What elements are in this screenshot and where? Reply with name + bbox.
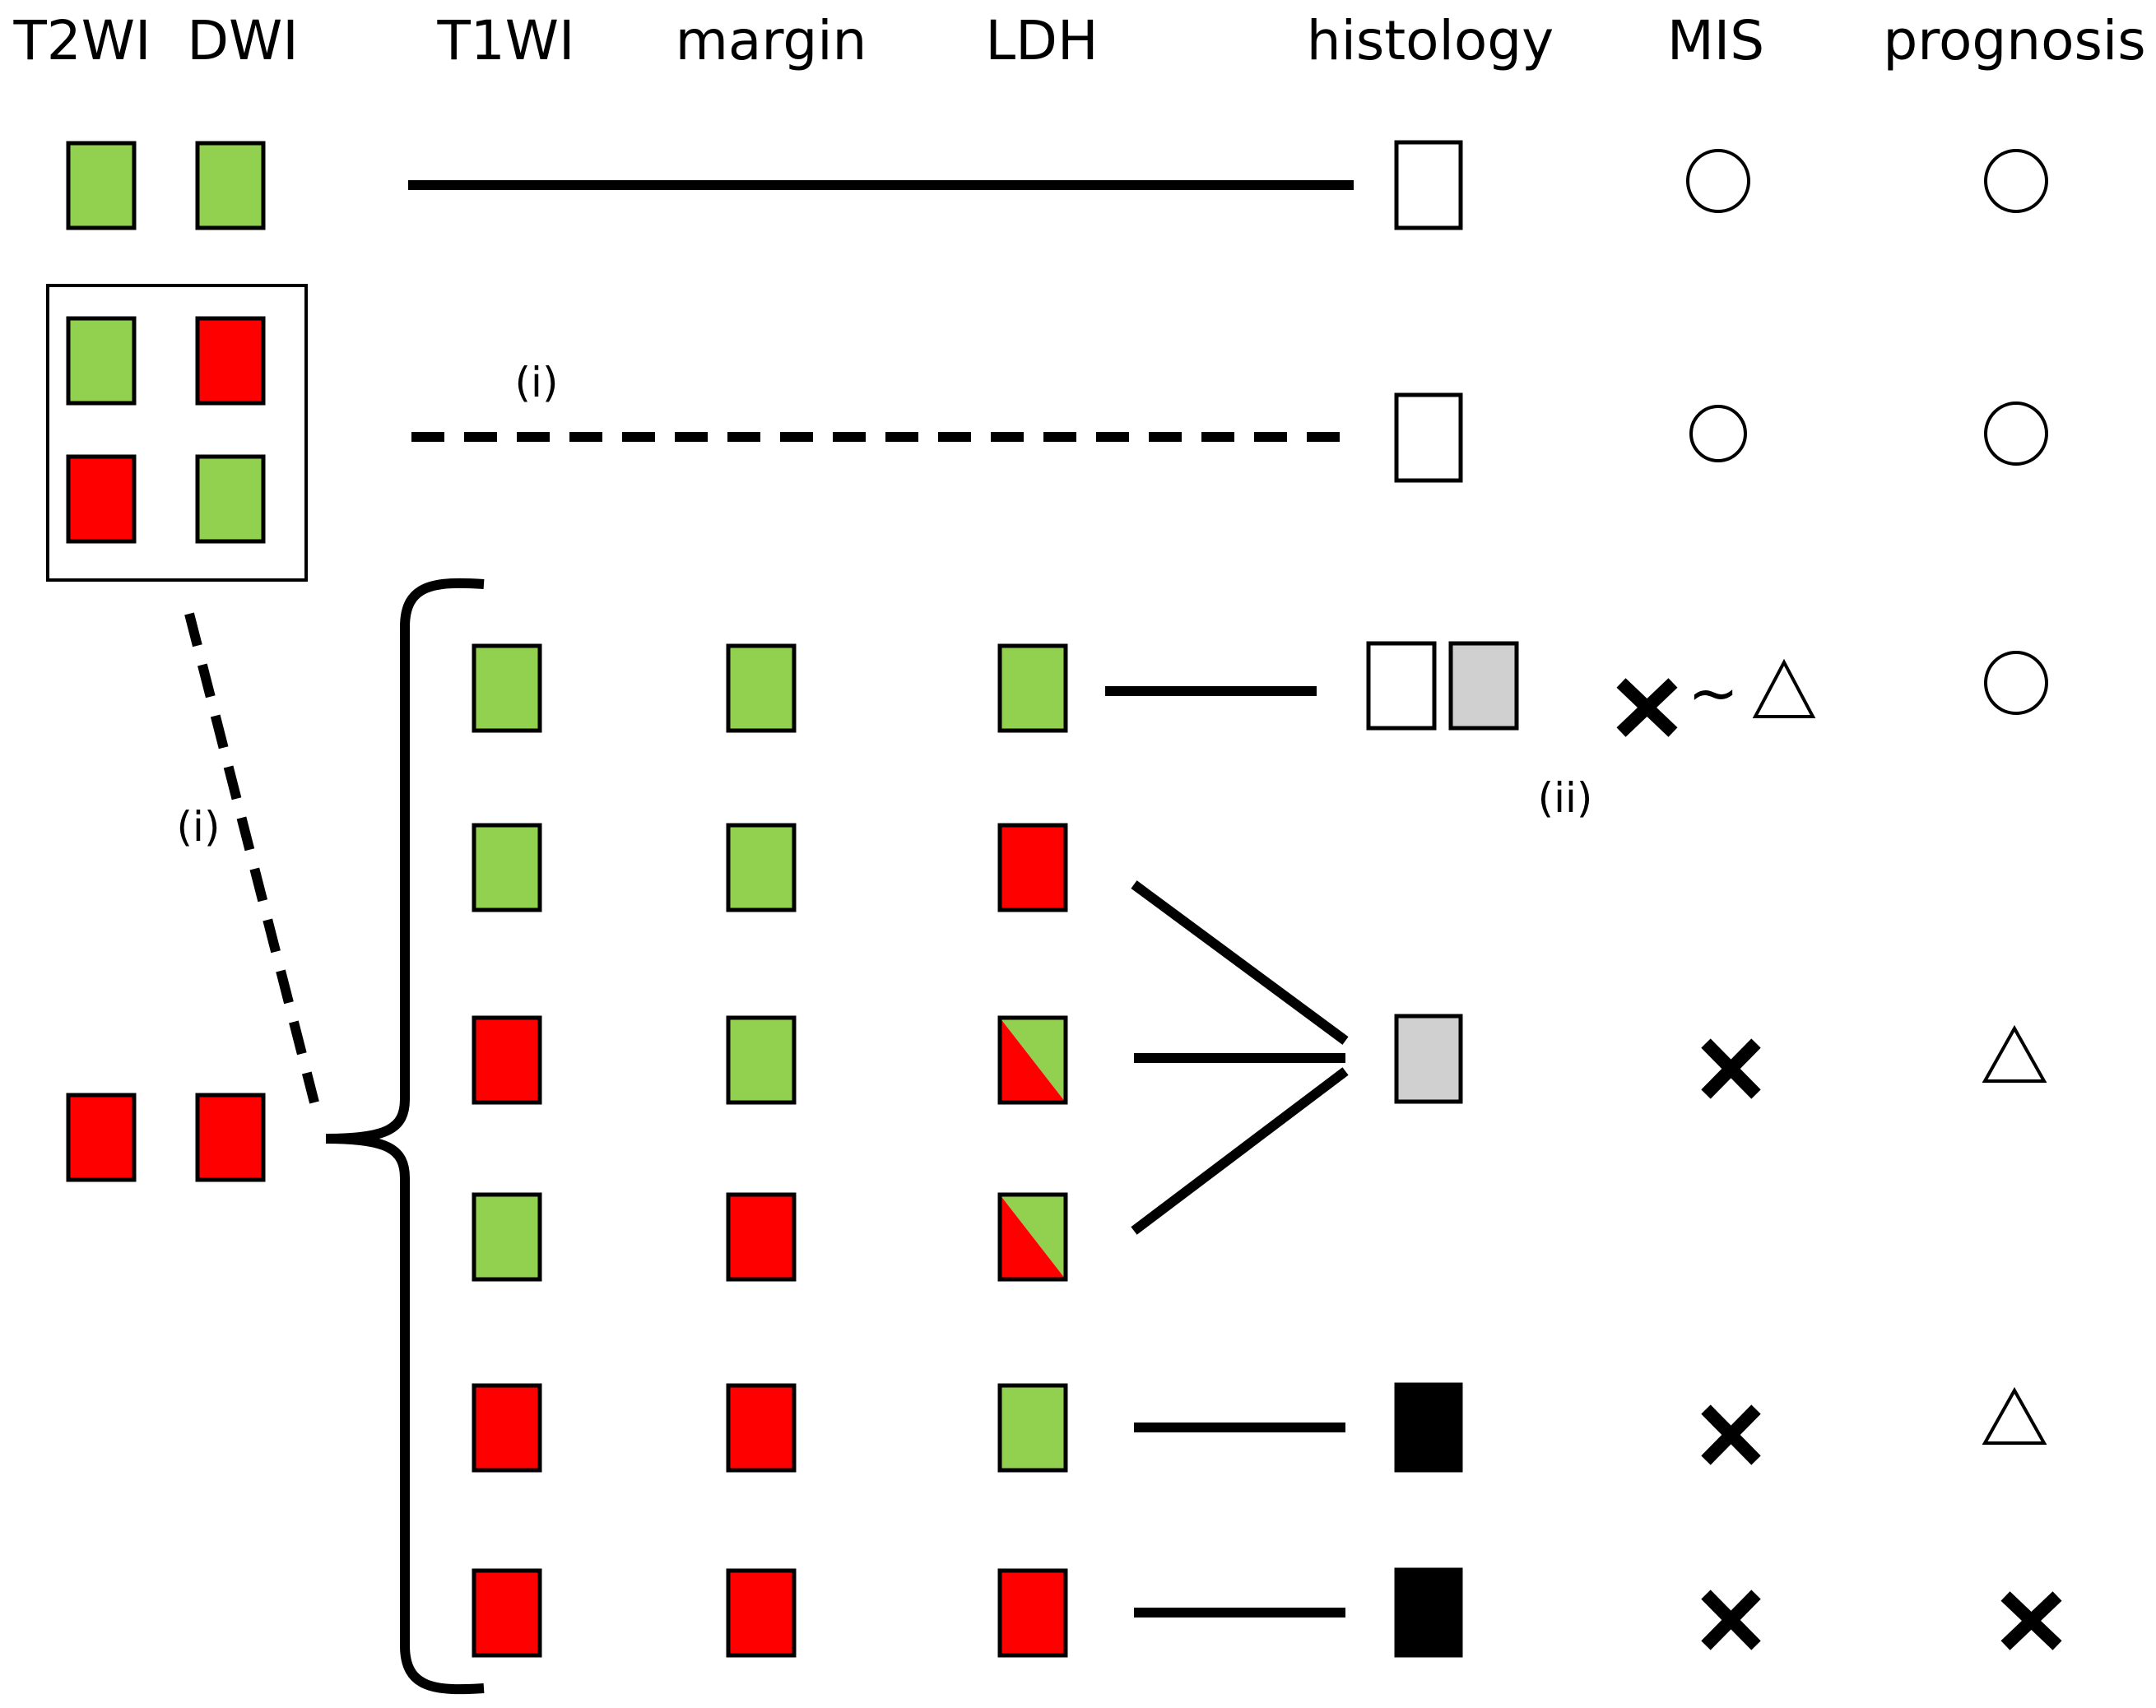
- subrow-a-margin-box: [726, 643, 797, 733]
- subrow-a-mis-triangle-symbol: [1752, 658, 1816, 718]
- row2-histology-white-box: [1394, 392, 1463, 483]
- subrow-c-margin-box: [726, 1015, 797, 1105]
- header-prognosis: prognosis: [1883, 9, 2145, 72]
- header-dwi: DWI: [187, 9, 299, 72]
- subrow-e-margin-box: [726, 1383, 797, 1473]
- subrows-bcd-mis-cross-symbol: [1701, 1038, 1761, 1099]
- row2-group-frame: [46, 284, 308, 582]
- subrows-bcd-histology-gray-box: [1394, 1014, 1463, 1104]
- subgroup-curly-brace: [325, 578, 485, 1695]
- row2-pair2-t2wi-box: [66, 454, 137, 544]
- row2-pair1-dwi-box: [195, 316, 266, 406]
- row2-pair2-dwi-box: [195, 454, 266, 544]
- subrow-b-margin-box: [726, 823, 797, 912]
- subrow-c-ldh-split-box: [997, 1015, 1068, 1105]
- subrow-e-mis-cross-symbol: [1701, 1404, 1761, 1465]
- header-histology: histology: [1307, 9, 1554, 72]
- subrow-d-converging-line: [1131, 1067, 1349, 1235]
- subrow-a-mis-range-tilde: ~: [1688, 658, 1739, 729]
- row2-pair1-t2wi-box: [66, 316, 137, 406]
- row3-dwi-box: [195, 1093, 266, 1182]
- subrow-e-prognosis-triangle-symbol: [1982, 1386, 2047, 1445]
- row1-histology-white-box: [1394, 140, 1463, 230]
- subrow-f-margin-box: [726, 1568, 797, 1658]
- subrow-e-histology-black-box: [1394, 1382, 1463, 1473]
- subrow-b-t1wi-box: [472, 823, 542, 912]
- row1-t2wi-box: [66, 141, 137, 230]
- subrow-c-t1wi-box: [472, 1015, 542, 1105]
- subrow-a-mis-cross-symbol: [1616, 678, 1678, 737]
- subrow-a-note-label: (ii): [1538, 774, 1593, 822]
- subrow-a-t1wi-box: [472, 643, 542, 733]
- subrow-e-ldh-box: [997, 1383, 1068, 1473]
- subrow-f-ldh-box: [997, 1568, 1068, 1658]
- row2-prognosis-circle-symbol: [1984, 401, 2048, 466]
- subrow-f-t1wi-box: [472, 1568, 542, 1658]
- subrow-a-ldh-box: [997, 643, 1068, 733]
- subrow-b-ldh-box: [997, 823, 1068, 912]
- subrow-b-converging-line: [1131, 880, 1349, 1045]
- header-t2wi: T2WI: [12, 9, 151, 72]
- subrow-a-histology-gray-box: [1448, 641, 1519, 731]
- dashed-line-note-top: (i): [515, 359, 559, 406]
- header-margin: margin: [676, 9, 867, 72]
- subrow-f-mis-cross-symbol: [1701, 1590, 1761, 1650]
- dashed-link-to-red-pair: [184, 612, 319, 1104]
- row1-prognosis-circle-symbol: [1984, 149, 2048, 213]
- dashed-line-note-left: (i): [177, 803, 221, 851]
- subrow-a-histology-white-box: [1366, 641, 1437, 731]
- row3-t2wi-box: [66, 1093, 137, 1182]
- header-t1wi: T1WI: [436, 9, 574, 72]
- subrow-a-prognosis-circle-symbol: [1984, 651, 2048, 715]
- row1-dwi-box: [195, 141, 266, 230]
- subrows-bcd-prognosis-triangle-symbol: [1982, 1024, 2047, 1083]
- header-ldh: LDH: [985, 9, 1098, 72]
- subrow-d-ldh-split-box: [997, 1192, 1068, 1282]
- subrow-f-histology-black-box: [1394, 1567, 1463, 1658]
- row1-mis-circle-symbol: [1686, 149, 1750, 213]
- subrow-f-prognosis-cross-symbol: [2000, 1591, 2062, 1650]
- subrow-d-margin-box: [726, 1192, 797, 1282]
- subrow-d-t1wi-box: [472, 1192, 542, 1282]
- header-mis: MIS: [1667, 9, 1764, 72]
- subrow-e-t1wi-box: [472, 1383, 542, 1473]
- row2-mis-circle-symbol: [1689, 405, 1747, 462]
